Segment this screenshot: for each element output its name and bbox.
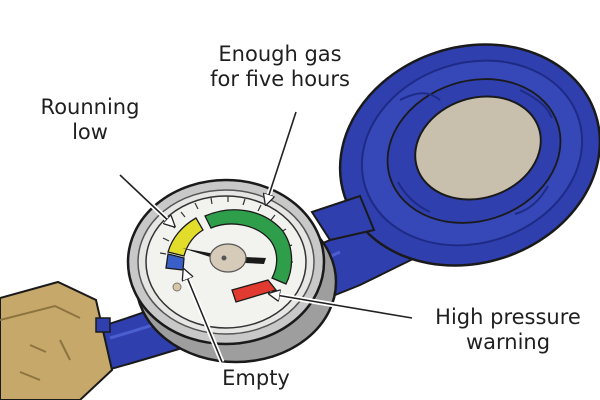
label-enough-gas-line1: Enough gas [218, 42, 342, 66]
gauge-screw [172, 282, 182, 292]
label-high-pressure: High pressure warning [418, 305, 598, 355]
diaphragm-housing [310, 43, 600, 267]
label-high-pressure-line2: warning [465, 330, 551, 354]
brass-fitting [0, 280, 114, 400]
label-running-low-line1: Rounning [40, 95, 140, 119]
label-enough-gas: Enough gas for five hours [196, 42, 364, 92]
zone-running-low [167, 217, 204, 257]
zone-enough-gas [204, 209, 293, 285]
gauge-hub [209, 243, 247, 273]
gauge-ticks [159, 196, 293, 280]
label-enough-gas-line2: for five hours [210, 67, 350, 91]
zone-empty [165, 253, 185, 271]
label-empty: Empty [222, 366, 290, 390]
pressure-gauge [126, 178, 338, 364]
callout-arrows [118, 111, 413, 363]
label-running-low: Rounning low [30, 95, 150, 145]
label-running-low-line2: low [72, 120, 108, 144]
label-high-pressure-line1: High pressure [435, 305, 581, 329]
